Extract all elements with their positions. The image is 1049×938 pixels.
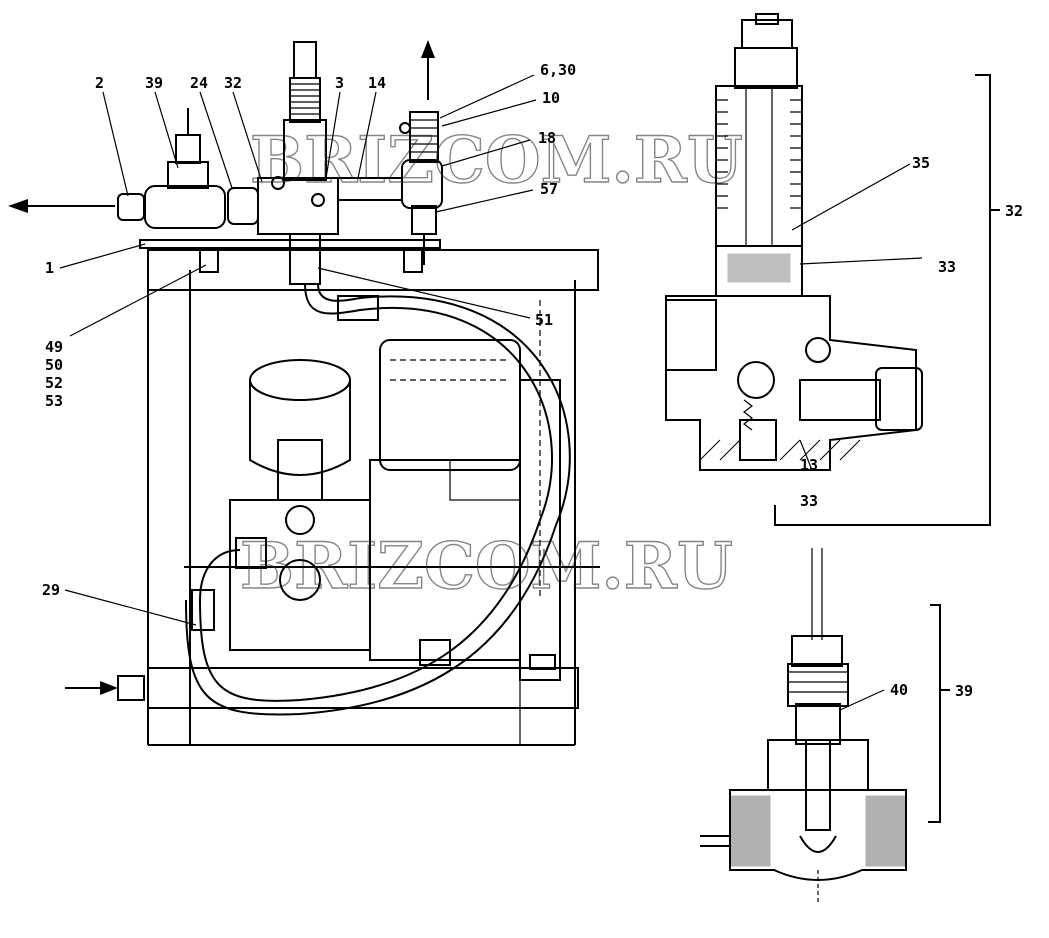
up-arrow bbox=[421, 40, 435, 100]
frame bbox=[147, 249, 599, 746]
callout-39-detail: 39 bbox=[955, 682, 973, 700]
callout-10: 10 bbox=[542, 89, 560, 107]
callout-6-30: 6,30 bbox=[540, 61, 576, 79]
leader-lines bbox=[59, 74, 923, 711]
fitting-2 bbox=[117, 193, 145, 221]
watermark-top: BRIZCOM.RU bbox=[250, 123, 743, 198]
hose-29 bbox=[199, 549, 241, 601]
callout-labels: 2 39 24 32 3 14 6,30 10 18 57 1 51 49 50… bbox=[42, 61, 1023, 700]
bolts-49 bbox=[199, 247, 423, 273]
callout-33-top: 33 bbox=[938, 258, 956, 276]
hose-29-fitting bbox=[191, 589, 215, 631]
callout-1: 1 bbox=[45, 259, 54, 277]
callout-35: 35 bbox=[912, 154, 930, 172]
inlet-arrow bbox=[65, 675, 145, 701]
callout-18: 18 bbox=[538, 129, 556, 147]
detail-32-section bbox=[665, 13, 1000, 526]
callout-50: 50 bbox=[45, 356, 63, 374]
hose-51-outer bbox=[185, 283, 571, 716]
callout-13: 13 bbox=[800, 456, 818, 474]
pressure-switch-18 bbox=[399, 111, 443, 265]
main-assembly bbox=[8, 40, 600, 746]
hose-51 bbox=[199, 283, 553, 702]
callout-51: 51 bbox=[535, 311, 553, 329]
callout-33-bottom: 33 bbox=[800, 492, 818, 510]
callout-49: 49 bbox=[45, 338, 63, 356]
callout-40: 40 bbox=[890, 681, 908, 699]
outlet-arrow bbox=[8, 199, 115, 213]
callout-57: 57 bbox=[540, 180, 558, 198]
callout-2: 2 bbox=[95, 74, 104, 92]
watermark-middle: BRIZCOM.RU bbox=[240, 529, 733, 604]
callout-29: 29 bbox=[42, 581, 60, 599]
solenoid-valve-39 bbox=[144, 108, 226, 229]
callout-39: 39 bbox=[145, 74, 163, 92]
callout-24: 24 bbox=[190, 74, 208, 92]
callout-32: 32 bbox=[224, 74, 242, 92]
relief-valve-block-32 bbox=[257, 41, 339, 285]
callout-32-detail: 32 bbox=[1005, 202, 1023, 220]
detail-39-section bbox=[700, 548, 950, 905]
callout-52: 52 bbox=[45, 374, 63, 392]
callout-14: 14 bbox=[368, 74, 386, 92]
pump-motor bbox=[184, 339, 600, 681]
callout-53: 53 bbox=[45, 392, 63, 410]
callout-3: 3 bbox=[335, 74, 344, 92]
hose-fitting bbox=[337, 295, 379, 321]
